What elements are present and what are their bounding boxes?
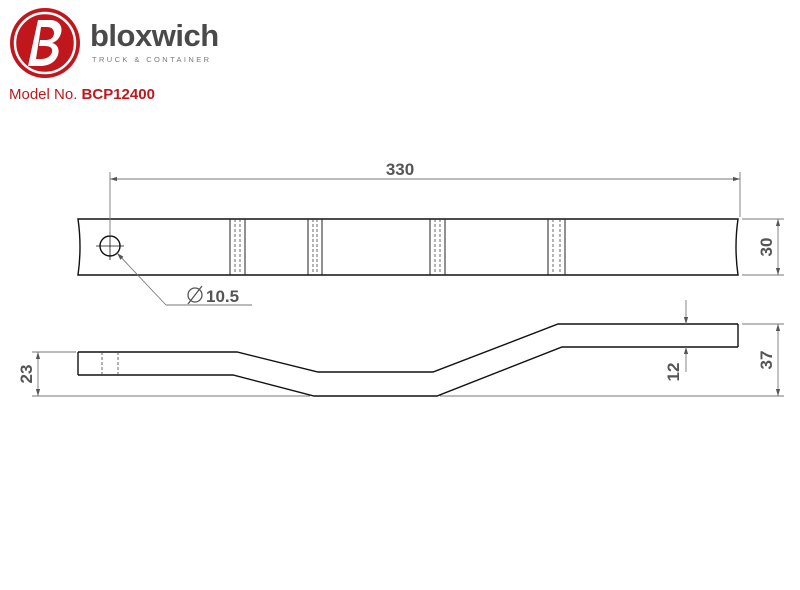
model-label: Model No. [9,86,78,103]
bend-lines [229,219,566,275]
dimension-total-height [440,323,784,397]
model-number-line: Model No. BCP12400 [9,86,155,103]
dimension-end-height [32,351,310,397]
side-view [77,323,739,397]
length-value: 330 [386,160,414,179]
side-hole-hidden-lines [101,352,119,375]
bend-hidden-lines [234,219,561,275]
plate-outline-top [77,218,739,276]
hole-leader [116,252,252,306]
offset-value: 12 [664,363,683,382]
dimension-width [742,218,784,276]
plate-profile-upper [78,323,738,373]
top-view [77,218,739,276]
model-number: BCP12400 [81,86,155,103]
hole-diameter-value: 10.5 [206,287,239,306]
width-value: 30 [757,238,776,257]
total-height-value: 37 [757,351,776,370]
brand-name: bloxwich [90,18,219,53]
diameter-symbol-icon [187,285,203,305]
brand-tagline: TRUCK & CONTAINER [92,55,212,64]
brand-logo: bloxwich TRUCK & CONTAINER [8,6,268,82]
dimension-length [109,172,741,236]
end-height-value: 23 [17,365,36,384]
bloxwich-emblem-icon [10,8,80,78]
plate-profile-lower [78,346,738,397]
